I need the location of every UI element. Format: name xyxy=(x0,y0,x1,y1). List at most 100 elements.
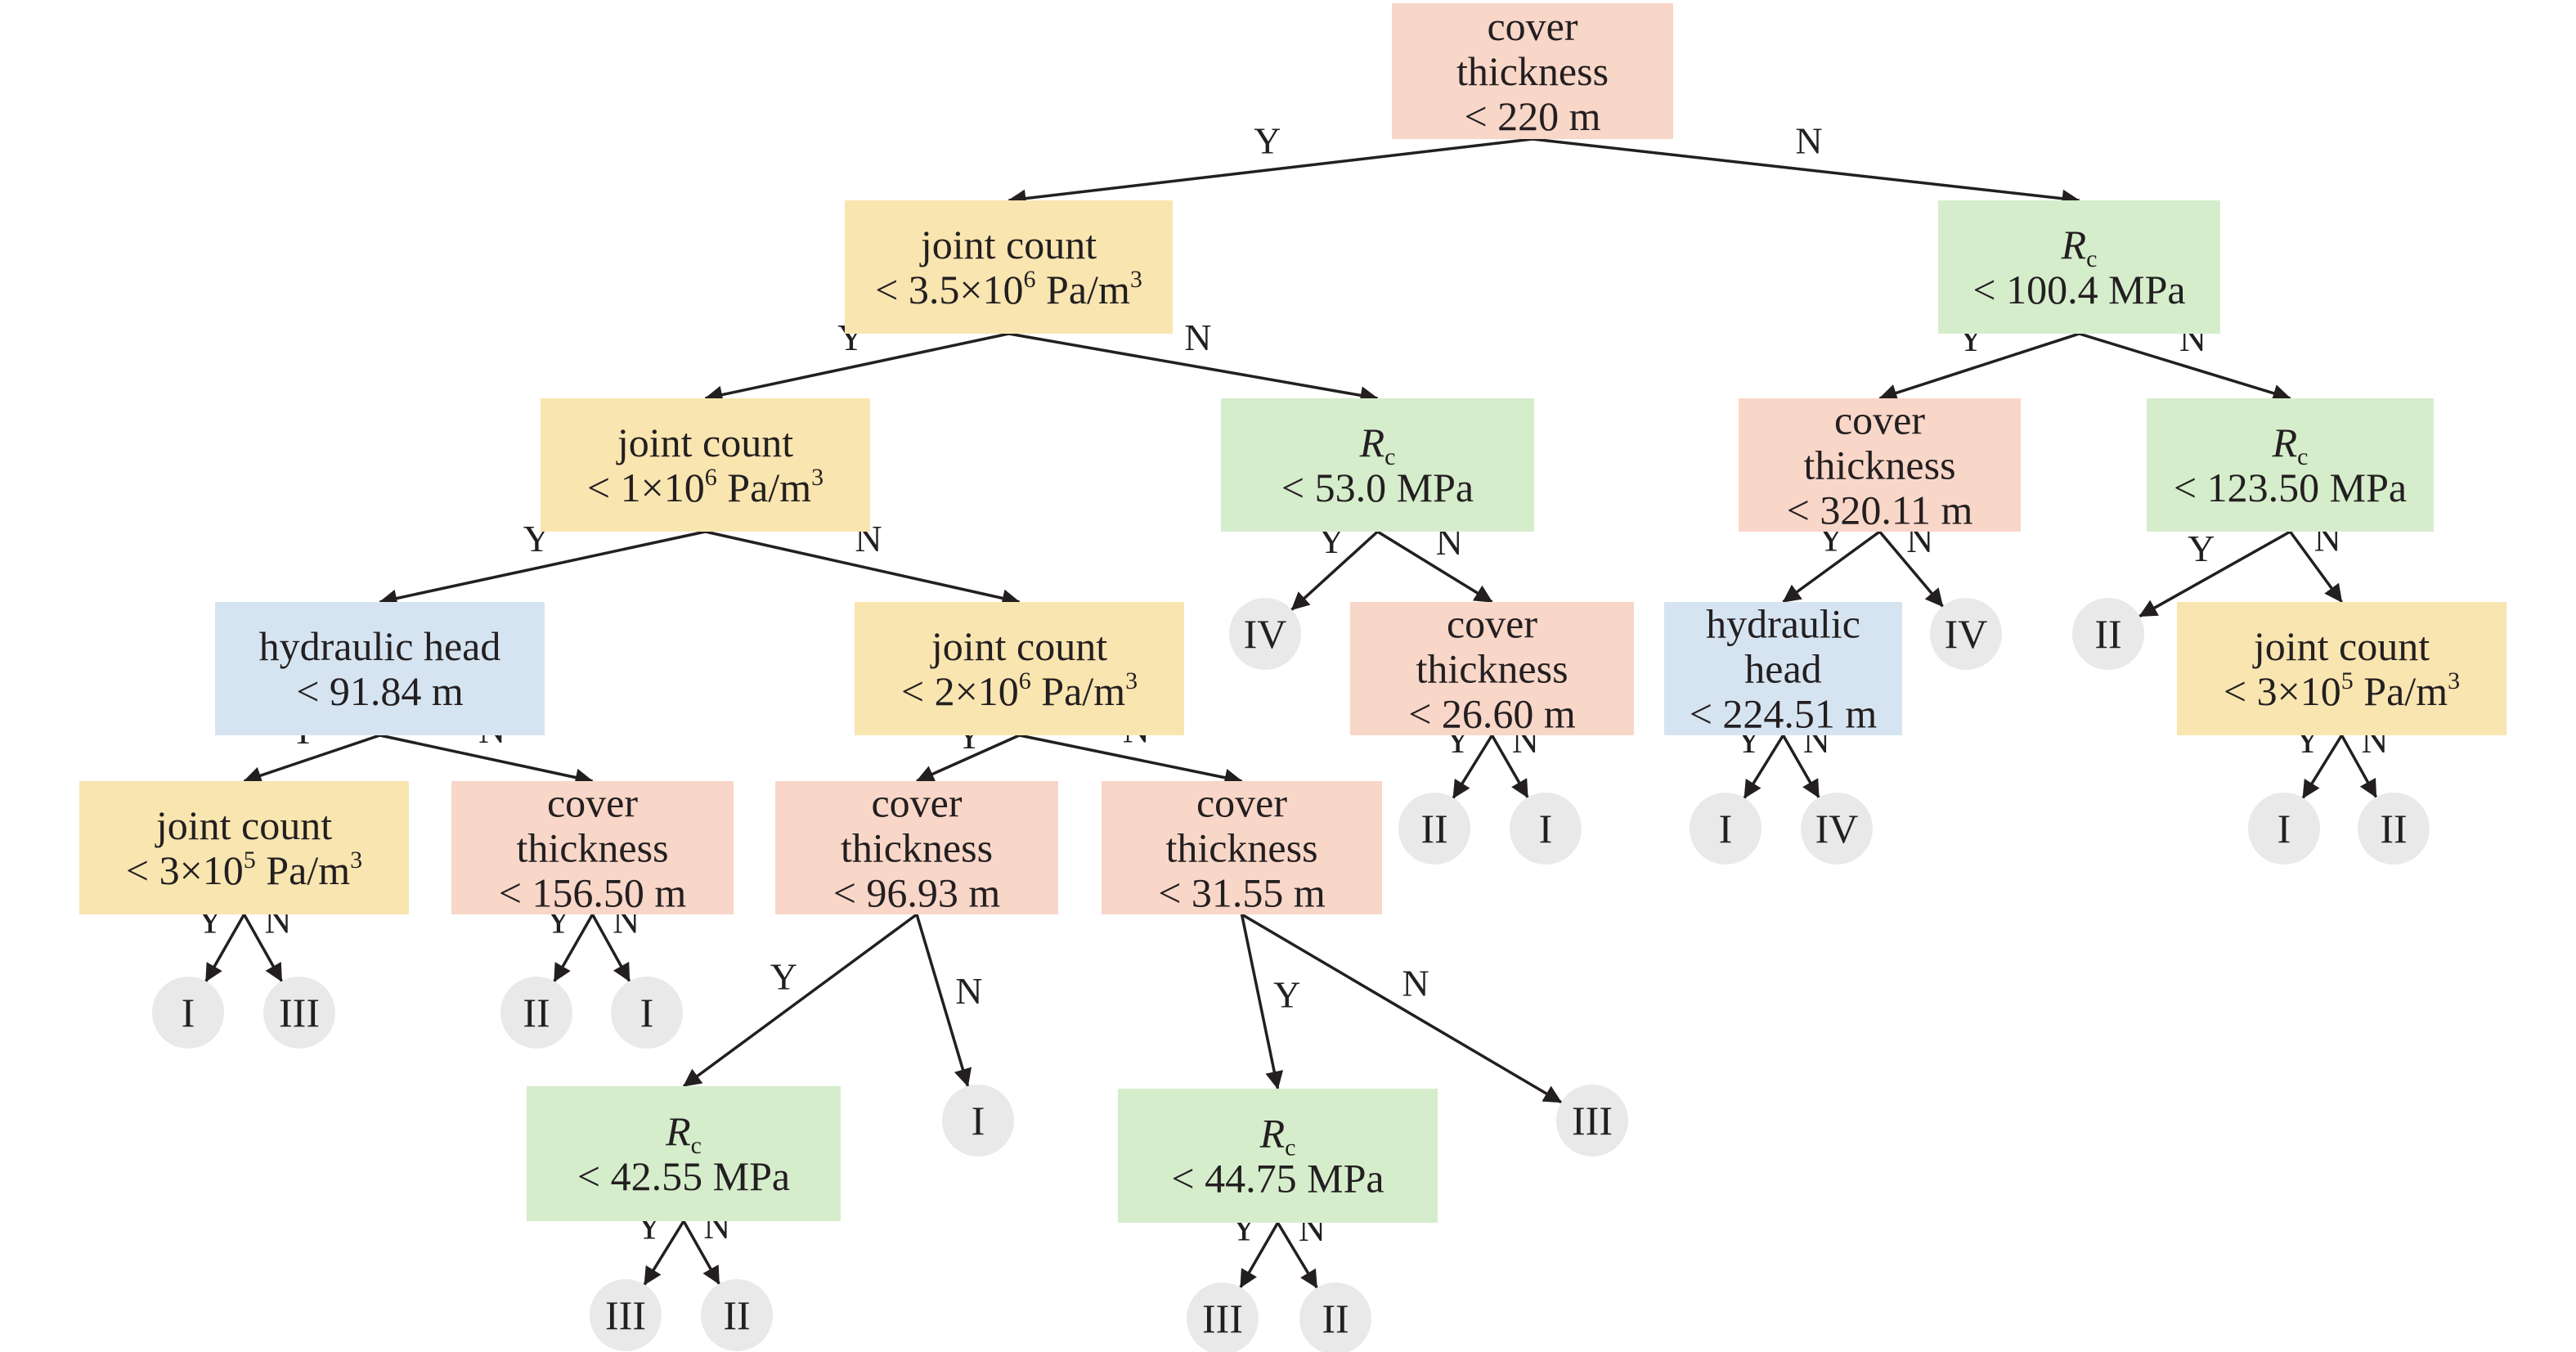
edge-line xyxy=(1241,913,1563,1104)
node-label-line: < 156.50 m xyxy=(499,870,687,916)
decision-node-n18: Rc< 44.75 MPa xyxy=(1118,1089,1438,1223)
leaf-circle xyxy=(590,1279,662,1351)
node-label-line: joint count xyxy=(2252,623,2430,669)
leaf-class-label: I xyxy=(1719,806,1733,851)
leaf-node-L10: I xyxy=(152,977,224,1049)
leaf-circle xyxy=(1690,793,1761,865)
node-label-line: < 1×106 Pa/m3 xyxy=(587,464,824,510)
decision-node-n8: hydraulic head< 91.84 m xyxy=(215,602,545,735)
leaf-node-L14: I xyxy=(942,1085,1014,1157)
leaf-node-L8: I xyxy=(2248,793,2320,865)
leaf-class-label: I xyxy=(182,990,195,1035)
edge-line xyxy=(1743,734,1784,799)
edge-line xyxy=(204,914,246,982)
edge-n5-n10: N xyxy=(1376,521,1493,604)
edge-n16-L15: N xyxy=(1241,913,1563,1104)
leaf-class-label: I xyxy=(972,1098,985,1143)
leaf-class-label: II xyxy=(2094,611,2121,657)
leaf-class-label: II xyxy=(1322,1296,1349,1341)
edge-line xyxy=(1781,734,1820,798)
edge-line xyxy=(553,914,595,982)
leaf-class-label: IV xyxy=(1945,611,1988,657)
node-label-line: Rc xyxy=(2061,222,2098,272)
node-label-line: Rc xyxy=(1359,420,1396,470)
node-label-line: thickness xyxy=(1165,825,1317,871)
leaf-node-L12: II xyxy=(500,977,572,1049)
node-label-line: < 123.50 MPa xyxy=(2174,465,2407,510)
leaf-circle xyxy=(1930,598,2002,670)
leaf-node-L18: III xyxy=(1187,1282,1259,1352)
leaf-node-L6: I xyxy=(1690,793,1761,865)
node-label-line: hydraulic head xyxy=(259,623,501,669)
leaf-circle xyxy=(152,977,224,1049)
edge-n1-n2: Y xyxy=(1008,120,1533,208)
leaf-class-label: IV xyxy=(1815,806,1859,851)
edge-line xyxy=(643,1220,685,1286)
edge-line xyxy=(915,734,1021,783)
edge-line xyxy=(705,530,1021,608)
node-label-line: thickness xyxy=(1803,442,1955,488)
edge-line xyxy=(1008,137,1533,208)
leaf-class-label: II xyxy=(723,1292,750,1338)
leaf-node-L7: IV xyxy=(1801,793,1873,865)
decision-node-box xyxy=(2177,602,2506,735)
node-label-line: cover xyxy=(871,780,962,826)
leaf-circle xyxy=(2248,793,2320,865)
edge-line xyxy=(2078,332,2291,402)
edge-line xyxy=(1532,137,2080,208)
node-label-line: < 31.55 m xyxy=(1158,870,1326,916)
decision-node-n17: Rc< 42.55 MPa xyxy=(527,1086,841,1221)
edge-line xyxy=(1008,332,1379,405)
leaf-circle xyxy=(1801,793,1873,865)
node-label-line: Rc xyxy=(665,1108,702,1159)
edge-label-no: N xyxy=(1795,120,1822,162)
node-label-line: thickness xyxy=(841,825,993,871)
node-label-line: < 91.84 m xyxy=(296,668,464,714)
edge-line xyxy=(2301,734,2343,799)
node-label-line: < 320.11 m xyxy=(1787,487,1973,533)
node-label-line: cover xyxy=(547,780,638,826)
decision-node-n4: joint count< 1×106 Pa/m3 xyxy=(541,398,870,532)
decision-node-box xyxy=(541,398,870,532)
leaf-node-L16: III xyxy=(590,1279,662,1351)
edge-label-yes: Y xyxy=(2188,528,2215,569)
node-label-line: thickness xyxy=(1416,646,1568,692)
node-label-line: joint count xyxy=(616,420,793,465)
node-label-line: head xyxy=(1744,646,1821,692)
node-label-line: Rc xyxy=(2272,420,2309,470)
leaf-circle xyxy=(611,977,683,1049)
decision-node-box xyxy=(79,781,409,914)
edge-label-no: N xyxy=(1402,963,1429,1004)
edge-line xyxy=(2138,530,2291,618)
leaf-circle xyxy=(701,1279,773,1351)
leaf-circle xyxy=(2358,793,2430,865)
decision-node-box xyxy=(1221,398,1534,532)
edge-line xyxy=(1878,332,2080,402)
decision-node-box xyxy=(1392,3,1673,139)
leaf-class-label: I xyxy=(640,990,654,1035)
leaf-node-L5: I xyxy=(1510,793,1582,865)
edge-line xyxy=(242,914,283,982)
leaf-class-label: I xyxy=(1539,806,1553,851)
edge-line xyxy=(1376,530,1493,604)
leaf-circle xyxy=(500,977,572,1049)
decision-node-n7: Rc< 123.50 MPa xyxy=(2147,398,2434,532)
decision-node-box xyxy=(1118,1089,1438,1223)
edge-line xyxy=(379,734,594,787)
leaf-circle xyxy=(1187,1282,1259,1352)
edge-line xyxy=(682,913,918,1088)
edge-line xyxy=(590,914,631,982)
node-label-line: < 224.51 m xyxy=(1690,691,1878,737)
decision-node-n3: Rc< 100.4 MPa xyxy=(1938,200,2220,334)
decision-node-n5: Rc< 53.0 MPa xyxy=(1221,398,1534,532)
decision-node-box xyxy=(1664,602,1902,735)
decision-node-box xyxy=(527,1086,841,1221)
decision-node-n2: joint count< 3.5×106 Pa/m3 xyxy=(845,200,1173,334)
edge-n7-L3: Y xyxy=(2138,528,2291,618)
decision-node-box xyxy=(775,781,1058,914)
edge-line xyxy=(1240,914,1284,1090)
